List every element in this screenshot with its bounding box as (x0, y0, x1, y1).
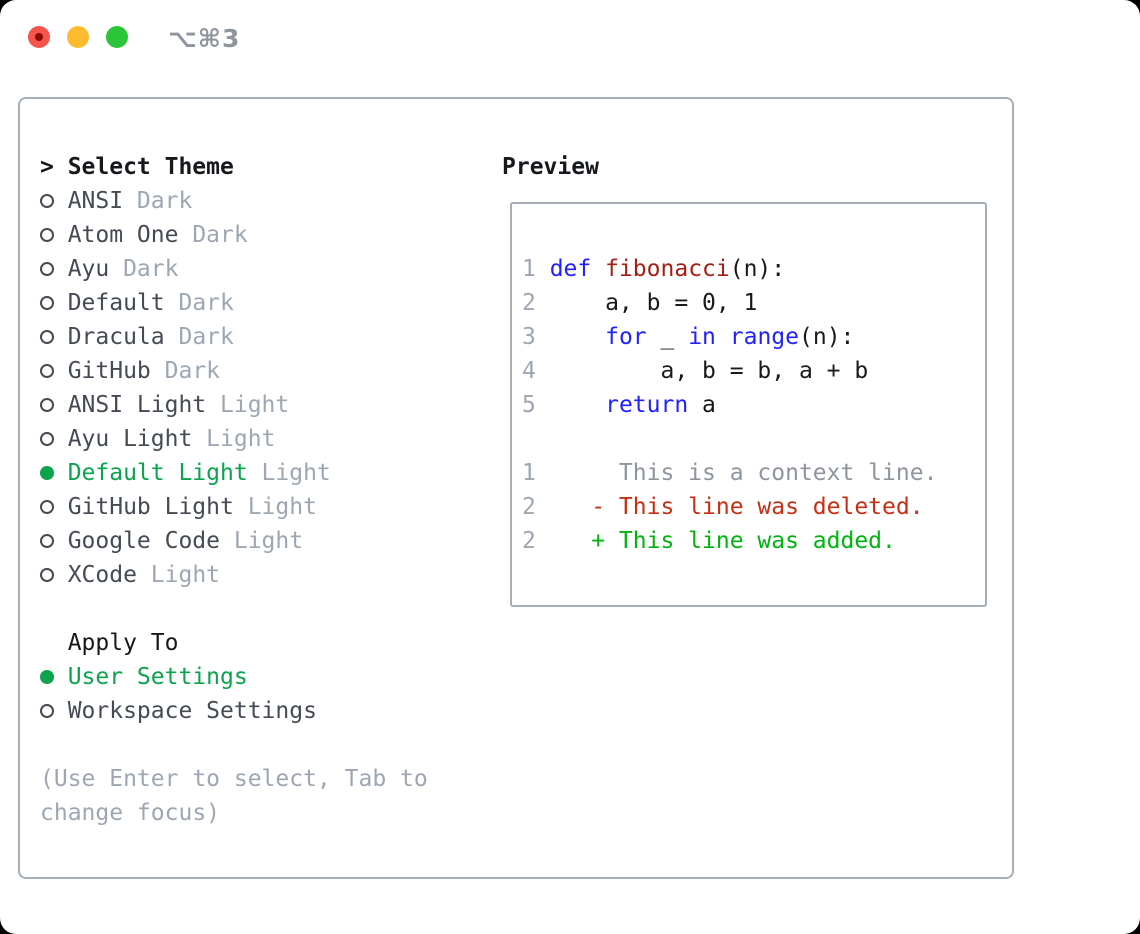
radio-unselected-icon (40, 228, 54, 242)
apply-to-header: Apply To (40, 626, 485, 660)
preview-line: 2 a, b = 0, 1 (522, 286, 985, 320)
theme-option[interactable]: Atom One Dark (40, 218, 485, 252)
theme-name: GitHub Light (67, 494, 234, 520)
theme-variant: Light (150, 562, 221, 588)
theme-option[interactable]: Default Light Light (40, 456, 485, 490)
titlebar: ⌥⌘3 (0, 0, 1140, 74)
line-number: 2 (522, 290, 536, 316)
theme-option[interactable]: Google Code Light (40, 524, 485, 558)
theme-name: ANSI Light (67, 392, 207, 418)
theme-option[interactable]: Dracula Dark (40, 320, 485, 354)
preview-title: Preview (502, 154, 599, 180)
theme-option[interactable]: ANSI Light Light (40, 388, 485, 422)
radio-unselected-icon (40, 330, 54, 344)
line-number: 3 (522, 324, 536, 350)
theme-variant: Dark (178, 324, 234, 350)
theme-option[interactable]: ANSI Dark (40, 184, 485, 218)
line-number: 2 (522, 528, 536, 554)
theme-variant: Light (206, 426, 276, 452)
cursor-caret-icon: > (40, 154, 54, 180)
line-number: 1 (522, 460, 536, 486)
preview-line: 2 - This line was deleted. (522, 490, 985, 524)
theme-name: Default (67, 290, 165, 316)
theme-name: Default Light (67, 460, 248, 486)
radio-unselected-icon (40, 704, 54, 718)
line-content: This is a context line. (535, 460, 938, 486)
minimize-button[interactable] (67, 26, 89, 48)
select-theme-title: Select Theme (67, 154, 234, 180)
theme-variant: Light (220, 392, 290, 418)
radio-unselected-icon (40, 568, 54, 582)
zoom-button[interactable] (106, 26, 128, 48)
theme-name: GitHub (67, 358, 151, 384)
window-shortcut-label: ⌥⌘3 (168, 24, 241, 53)
line-content: - This line was deleted. (591, 494, 924, 520)
theme-name: XCode (67, 562, 137, 588)
theme-variant: Dark (192, 222, 248, 248)
theme-name: Ayu Light (67, 426, 193, 452)
preview-line: 2 + This line was added. (522, 524, 985, 558)
theme-option[interactable]: GitHub Dark (40, 354, 485, 388)
line-number: 1 (522, 256, 536, 282)
preview-line: 5 return a (522, 388, 985, 422)
radio-unselected-icon (40, 364, 54, 378)
line-content: return a (605, 392, 716, 418)
spacer (40, 592, 485, 626)
radio-selected-icon (40, 466, 54, 480)
radio-unselected-icon (40, 534, 54, 548)
preview-line (522, 422, 985, 456)
apply-to-label: User Settings (67, 664, 248, 690)
line-content: a, b = 0, 1 (535, 290, 758, 316)
radio-unselected-icon (40, 398, 54, 412)
theme-name: Atom One (67, 222, 179, 248)
line-number: 5 (522, 392, 536, 418)
line-number: 2 (522, 494, 536, 520)
close-button[interactable] (28, 26, 50, 48)
radio-selected-icon (40, 670, 54, 684)
preview-line: 1 def fibonacci(n): (522, 252, 985, 286)
radio-unselected-icon (40, 194, 54, 208)
preview-box: 1 def fibonacci(n): 2 a, b = 0, 1 3 for … (510, 202, 987, 607)
apply-to-title: Apply To (67, 630, 179, 656)
preview-line: 1 This is a context line. (522, 456, 985, 490)
radio-unselected-icon (40, 432, 54, 446)
preview-line: 4 a, b = b, a + b (522, 354, 985, 388)
theme-option[interactable]: Ayu Dark (40, 252, 485, 286)
radio-unselected-icon (40, 296, 54, 310)
radio-unselected-icon (40, 500, 54, 514)
radio-unselected-icon (40, 262, 54, 276)
line-content: + This line was added. (591, 528, 896, 554)
select-theme-header: > Select Theme (40, 150, 485, 184)
theme-variant: Dark (164, 358, 221, 384)
close-dot-icon (35, 33, 43, 41)
line-content: for _ in range(n): (605, 324, 855, 350)
apply-to-label: Workspace Settings (67, 698, 317, 724)
theme-variant: Light (247, 494, 317, 520)
keyboard-hint: (Use Enter to select, Tab to change focu… (40, 766, 428, 826)
theme-variant: Light (233, 528, 304, 554)
theme-variant: Dark (136, 188, 193, 214)
theme-variant: Dark (123, 256, 179, 282)
theme-option[interactable]: Ayu Light Light (40, 422, 485, 456)
theme-variant: Dark (178, 290, 234, 316)
preview-line: 3 for _ in range(n): (522, 320, 985, 354)
theme-name: ANSI (67, 188, 124, 214)
apply-to-option[interactable]: Workspace Settings (40, 694, 485, 728)
line-content: def fibonacci(n): (549, 256, 786, 282)
theme-option[interactable]: XCode Light (40, 558, 485, 592)
line-number: 4 (522, 358, 536, 384)
theme-option[interactable]: Default Dark (40, 286, 485, 320)
theme-option[interactable]: GitHub Light Light (40, 490, 485, 524)
theme-name: Ayu (67, 256, 110, 282)
theme-variant: Light (261, 460, 331, 486)
theme-name: Dracula (67, 324, 165, 350)
line-content: a, b = b, a + b (535, 358, 869, 384)
apply-to-list: User Settings Workspace Settings (40, 660, 485, 728)
apply-to-option[interactable]: User Settings (40, 660, 485, 694)
theme-name: Google Code (67, 528, 221, 554)
